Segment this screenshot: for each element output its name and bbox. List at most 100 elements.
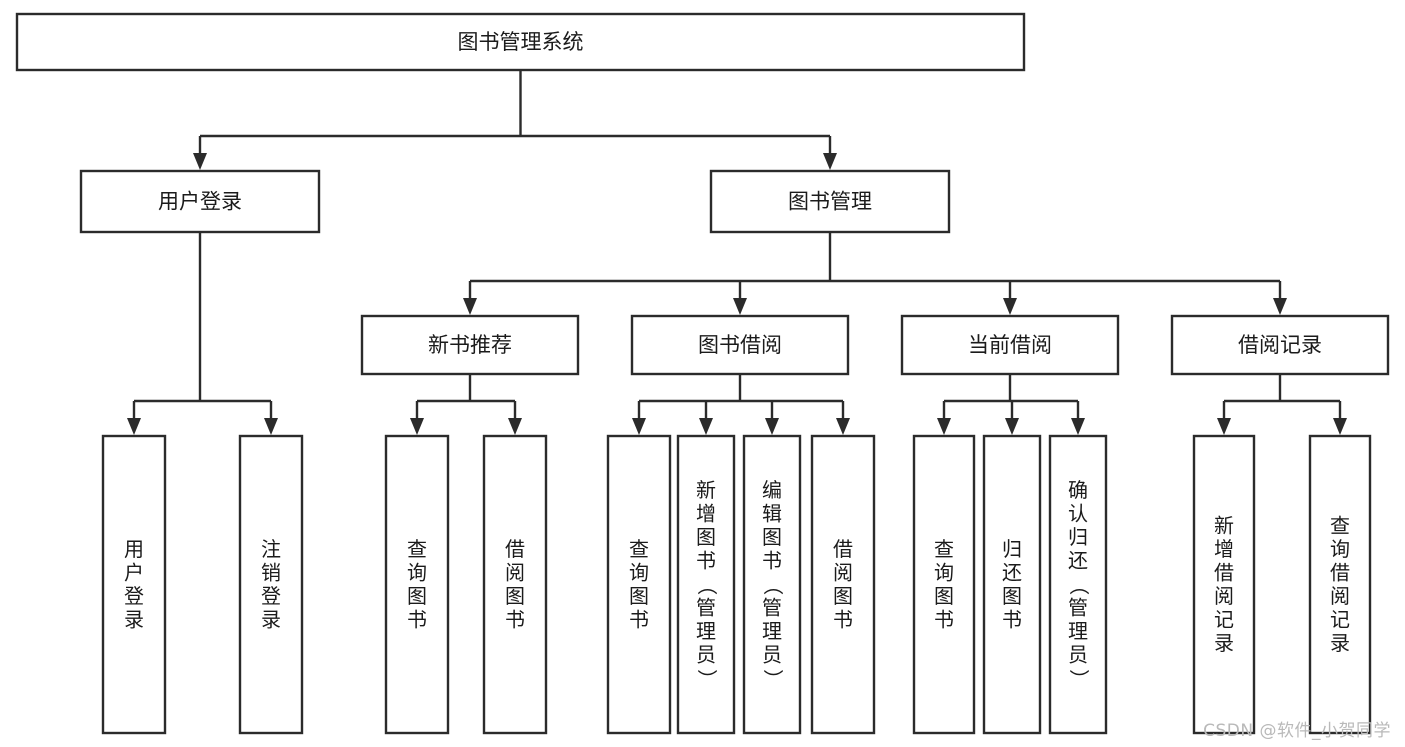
arrow-head-icon [699, 418, 713, 435]
node-label-char: 归 [1002, 537, 1022, 561]
node-label-char: 书 [833, 607, 853, 631]
node-label: 图书管理 [788, 190, 872, 214]
node-box[interactable] [101, 434, 167, 735]
node-label-char: 录 [1214, 631, 1234, 655]
node-label-char: 借 [833, 537, 853, 561]
arrow-head-icon [836, 418, 850, 435]
node-label-char: 阅 [1330, 584, 1350, 608]
node-label-char: 借 [1214, 560, 1234, 584]
node-label-char: 书 [407, 607, 427, 631]
node-box[interactable] [630, 314, 850, 376]
arrow-head-icon [937, 418, 951, 435]
node-label-char: 用 [124, 537, 144, 561]
arrow-head-icon [1071, 418, 1085, 435]
node-leaf-user-login[interactable]: 用户登录 [101, 434, 167, 735]
node-label-char: 录 [124, 607, 144, 631]
node-box[interactable] [709, 169, 951, 234]
node-label-char: 阅 [505, 560, 525, 584]
node-new-book-recommend[interactable]: 新书推荐 [360, 314, 580, 376]
arrow-head-icon [1273, 298, 1287, 315]
node-box[interactable] [912, 434, 976, 735]
arrow-head-icon [823, 153, 837, 170]
node-borrow-record[interactable]: 借阅记录 [1170, 314, 1390, 376]
node-label: 图书管理系统 [458, 30, 584, 54]
arrow-head-icon [463, 298, 477, 315]
arrow-head-icon [127, 418, 141, 435]
node-label-char: 图 [1002, 584, 1022, 608]
node-label-char: （ [1067, 575, 1091, 595]
node-label-char: 注 [261, 537, 281, 561]
node-box[interactable] [1170, 314, 1390, 376]
node-layer: 图书管理系统用户登录图书管理新书推荐图书借阅当前借阅借阅记录用户登录注销登录查询… [15, 12, 1390, 735]
node-label-char: 新 [1214, 513, 1234, 537]
node-label-char: 借 [505, 537, 525, 561]
node-box[interactable] [982, 434, 1042, 735]
node-label-char: 询 [629, 560, 649, 584]
node-label-char: 管 [696, 596, 716, 620]
node-box[interactable] [1308, 434, 1372, 735]
arrow-head-icon [193, 153, 207, 170]
arrow-head-icon [1003, 298, 1017, 315]
node-label: 图书借阅 [698, 333, 782, 357]
node-label-char: 增 [1214, 537, 1234, 561]
node-label-char: 书 [1002, 607, 1022, 631]
node-label-char: 理 [1068, 619, 1088, 643]
node-box[interactable] [810, 434, 876, 735]
node-box[interactable] [79, 169, 321, 234]
node-box[interactable] [238, 434, 304, 735]
node-label-char: 确 [1068, 478, 1088, 502]
node-label-char: （ [695, 575, 719, 595]
node-label-char: 辑 [762, 502, 782, 526]
node-box[interactable] [742, 434, 802, 735]
node-label: 用户登录 [158, 190, 242, 214]
node-label-char: 还 [1002, 560, 1022, 584]
node-label-char: 记 [1214, 607, 1234, 631]
node-label-char: 图 [934, 584, 954, 608]
node-label-char: 查 [1330, 513, 1350, 537]
node-label-char: 户 [124, 560, 144, 584]
node-current-borrow[interactable]: 当前借阅 [900, 314, 1120, 376]
node-label-char: 管 [1068, 596, 1088, 620]
node-box[interactable] [15, 12, 1026, 72]
node-book-borrow[interactable]: 图书借阅 [630, 314, 850, 376]
arrow-head-icon [264, 418, 278, 435]
node-label-char: 图 [629, 584, 649, 608]
node-label-char: 图 [407, 584, 427, 608]
node-box[interactable] [900, 314, 1120, 376]
node-box[interactable] [676, 434, 736, 735]
node-label-char: 查 [407, 537, 427, 561]
node-label-char: 员 [696, 643, 716, 667]
node-box[interactable] [360, 314, 580, 376]
arrow-head-icon [410, 418, 424, 435]
node-box[interactable] [384, 434, 450, 735]
node-label-char: 员 [762, 643, 782, 667]
node-box[interactable] [1048, 434, 1108, 735]
arrow-head-icon [508, 418, 522, 435]
node-book-management[interactable]: 图书管理 [709, 169, 951, 234]
node-label-char: 录 [261, 607, 281, 631]
node-label: 新书推荐 [428, 333, 512, 357]
node-label-char: 书 [934, 607, 954, 631]
node-box[interactable] [606, 434, 672, 735]
node-label-char: 录 [1330, 631, 1350, 655]
node-label: 当前借阅 [968, 333, 1052, 357]
node-root[interactable]: 图书管理系统 [15, 12, 1026, 72]
node-label-char: 询 [407, 560, 427, 584]
node-user-login[interactable]: 用户登录 [79, 169, 321, 234]
node-box[interactable] [482, 434, 548, 735]
node-box[interactable] [1192, 434, 1256, 735]
node-label-char: 管 [762, 596, 782, 620]
